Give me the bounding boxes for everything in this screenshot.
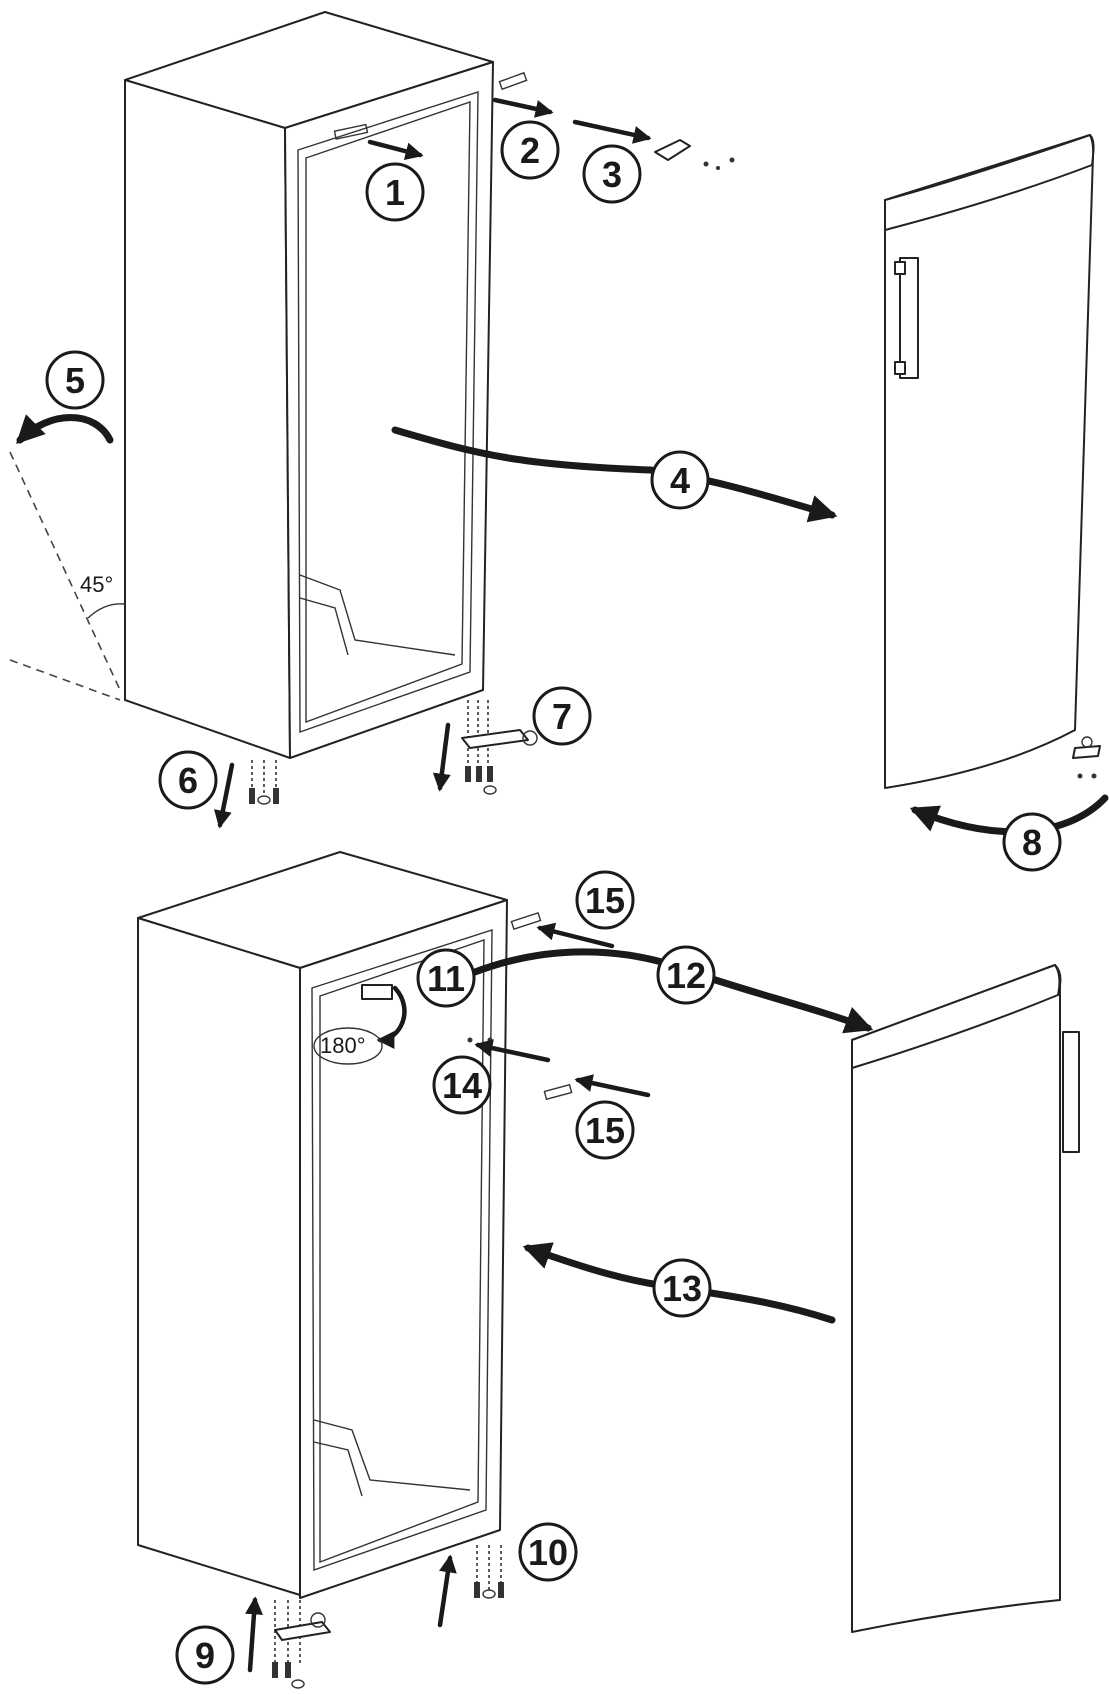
step-3: 3 <box>582 144 642 204</box>
step-10: 10 <box>518 1522 578 1582</box>
svg-text:14: 14 <box>442 1065 482 1106</box>
step-15-top: 15 <box>575 870 635 930</box>
svg-text:2: 2 <box>520 130 540 171</box>
step-13: 13 <box>652 1258 712 1318</box>
door-reattached <box>851 964 1080 1633</box>
step-labels: 1 2 3 4 5 6 7 8 9 10 11 12 13 14 15 15 <box>45 120 1062 1685</box>
svg-text:1: 1 <box>385 172 405 213</box>
arrows-top <box>16 97 838 829</box>
step-4: 4 <box>650 450 710 510</box>
svg-text:9: 9 <box>195 1635 215 1676</box>
svg-text:10: 10 <box>528 1532 568 1573</box>
step-14: 14 <box>432 1055 492 1115</box>
step-8: 8 <box>1002 812 1062 872</box>
door-removed <box>884 134 1109 836</box>
svg-text:11: 11 <box>427 958 465 999</box>
hinge-parts-bottom <box>467 911 651 1101</box>
step-9: 9 <box>175 1625 235 1685</box>
step-2: 2 <box>500 120 560 180</box>
step-7: 7 <box>532 686 592 746</box>
svg-text:7: 7 <box>552 696 572 737</box>
svg-text:13: 13 <box>662 1268 702 1309</box>
fridge-top-view <box>124 11 494 759</box>
svg-text:3: 3 <box>602 154 622 195</box>
svg-text:5: 5 <box>65 360 85 401</box>
bottom-screws-b <box>272 1545 504 1689</box>
rotation-label: 180° <box>320 1033 366 1058</box>
svg-text:15: 15 <box>585 1110 625 1151</box>
svg-text:6: 6 <box>178 760 198 801</box>
step-5: 5 <box>45 350 105 410</box>
step-15-bottom: 15 <box>575 1100 635 1160</box>
svg-text:4: 4 <box>670 460 690 501</box>
tilt-guide: 45° <box>9 451 126 701</box>
step-12: 12 <box>656 945 716 1005</box>
step-1: 1 <box>365 162 425 222</box>
top-hinge-parts <box>498 71 735 170</box>
step-6: 6 <box>158 750 218 810</box>
angle-label: 45° <box>80 572 113 597</box>
svg-text:8: 8 <box>1022 822 1042 863</box>
step-11: 11 <box>416 948 476 1008</box>
svg-text:12: 12 <box>666 955 706 996</box>
bottom-screws-a <box>249 700 538 805</box>
svg-text:15: 15 <box>585 880 625 921</box>
